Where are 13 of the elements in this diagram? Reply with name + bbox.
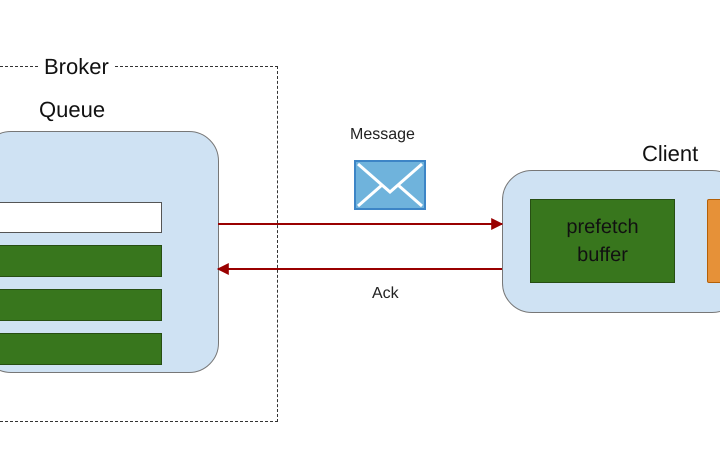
box-label: prefetch buffer (565, 215, 640, 268)
message-label: Message (348, 126, 417, 144)
heading-label: Client (641, 141, 700, 167)
rounded-container (0, 131, 219, 373)
queue-bar (0, 333, 162, 365)
queue-bar (0, 202, 162, 233)
rounded-container (502, 170, 720, 313)
heading-label: Queue (38, 97, 106, 123)
queue-bar (0, 289, 162, 321)
arrow (218, 218, 504, 230)
queue-bar (0, 245, 162, 277)
buffer-box (530, 199, 675, 283)
arrow (216, 263, 502, 275)
